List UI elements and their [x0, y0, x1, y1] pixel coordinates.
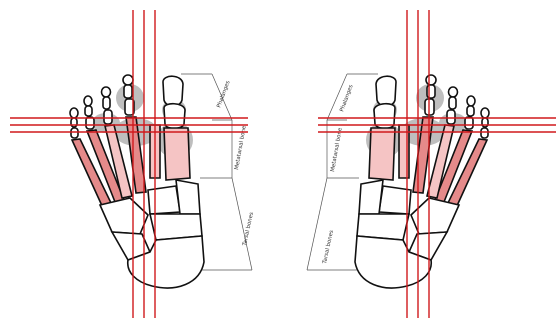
right-label-tarsal: Tarsal bones — [322, 230, 335, 266]
left-guide-lines — [10, 10, 248, 318]
right-foot: Phalanges Metatarsal bone Tarsal bones — [307, 74, 489, 288]
left-label-phalanges: Phalanges — [216, 80, 231, 109]
left-foot: Phalanges Metatarsal bone Tarsal bones — [70, 74, 255, 288]
right-label-metatarsal: Metatarsal bone — [330, 127, 344, 173]
right-label-phalanges: Phalanges — [339, 84, 354, 113]
left-label-tarsal: Tarsal bones — [242, 212, 255, 248]
